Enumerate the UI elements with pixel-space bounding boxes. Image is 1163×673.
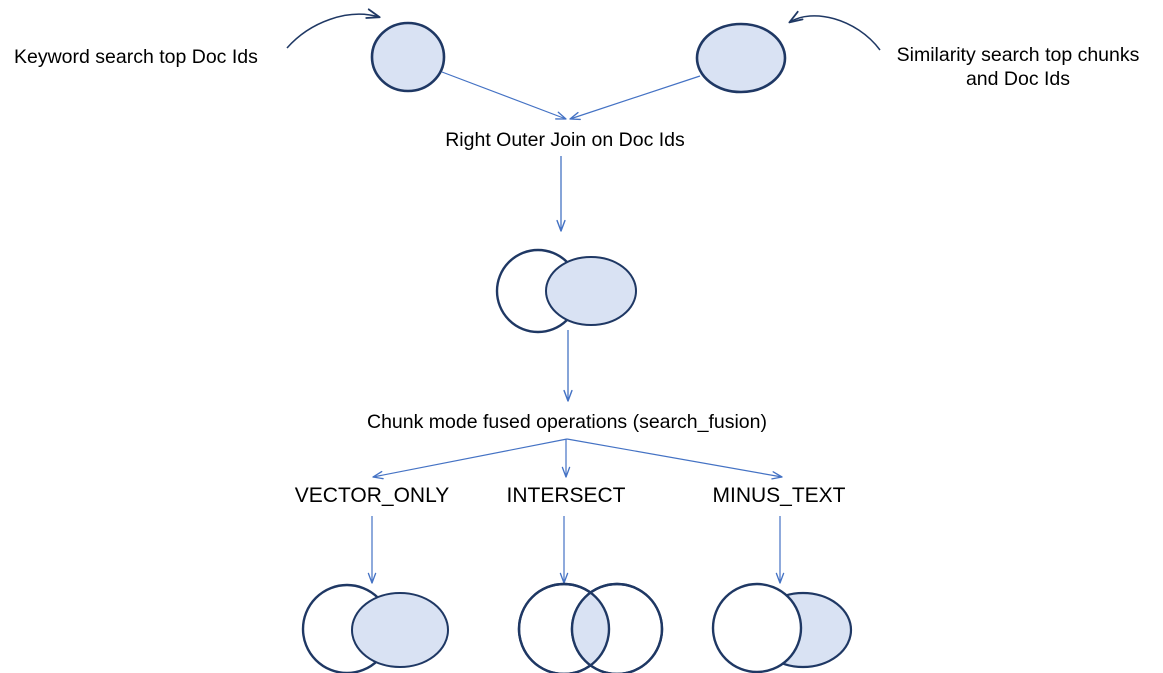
keyword-callout-arrow <box>286 8 381 49</box>
mode-label-intersect: INTERSECT <box>506 484 626 507</box>
keyword-search-label: Keyword search top Doc Ids <box>14 46 258 68</box>
similarity-search-line-2: and Doc Ids <box>965 68 1071 91</box>
fused-operations-label: Chunk mode fused operations (search_fusi… <box>367 411 767 433</box>
right-outer-join-label: Right Outer Join on Doc Ids <box>445 129 685 151</box>
similarity-search-line-1: Similarity search top chunks <box>896 44 1140 66</box>
intersect-right-circle-outline <box>570 582 664 673</box>
mode-label-vector-only: VECTOR_ONLY <box>294 484 450 507</box>
keyword-search-node <box>370 21 446 93</box>
similarity-search-node <box>695 22 787 94</box>
keyword-to-join-connector <box>441 71 567 120</box>
intersect-overlap-region <box>572 584 609 673</box>
branch-right-arrow <box>566 438 783 480</box>
mode-label-minus-text: MINUS_TEXT <box>712 484 846 507</box>
join-result-venn <box>495 248 637 334</box>
join-venn-right-circle <box>545 256 637 326</box>
vector-only-right-circle <box>351 592 449 668</box>
intersect-left-circle-outline <box>517 582 611 673</box>
minus-text-left-circle <box>711 582 803 673</box>
branch-left-arrow <box>372 438 568 480</box>
vector-only-venn <box>301 583 449 673</box>
minus-text-venn <box>711 582 853 673</box>
similarity-callout-arrow <box>788 10 881 51</box>
intersect-venn <box>517 582 664 673</box>
similarity-to-join-connector <box>569 75 701 121</box>
